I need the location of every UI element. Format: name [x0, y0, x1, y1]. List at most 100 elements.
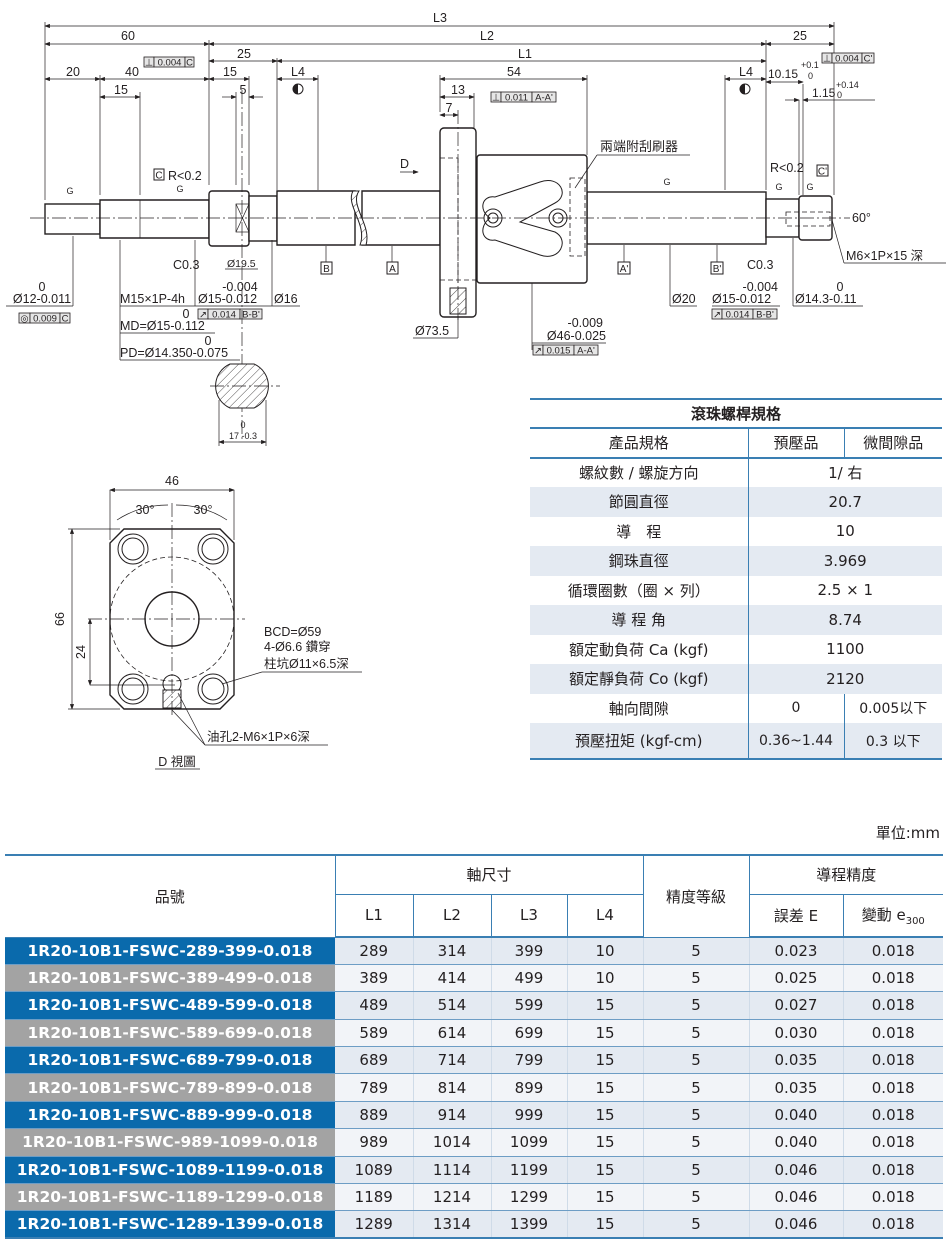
- feature-control-frames: ⊥ 0.004 C ⊥ 0.004 C' ⊥ 0.011 A-A' ◎ 0.00…: [18, 52, 875, 357]
- dim-l1: L1: [518, 47, 532, 61]
- svg-text:↗: ↗: [199, 310, 207, 321]
- cell-l1: 889: [335, 1101, 414, 1130]
- part-number: 1R20-10B1-FSWC-1189-1299-0.018: [5, 1183, 335, 1212]
- svg-text:Ø12-0.011: Ø12-0.011: [13, 292, 71, 306]
- svg-text:R<0.2: R<0.2: [770, 161, 804, 175]
- spec-header-label: 產品規格: [530, 428, 749, 459]
- cell-l4: 15: [567, 1073, 644, 1102]
- header-l1: L1: [334, 894, 414, 938]
- model-row: 1R20-10B1-FSWC-789-899-0.018 789 814 899…: [5, 1073, 943, 1102]
- cell-error: 0.035: [749, 1046, 844, 1075]
- spec-row: 導 程 10: [530, 516, 942, 546]
- svg-text:M6×1P×15 深: M6×1P×15 深: [846, 249, 923, 263]
- dim-5: 5: [240, 83, 247, 97]
- svg-text:MD=Ø15-0.112: MD=Ø15-0.112: [120, 319, 205, 333]
- cell-l4: 10: [567, 937, 644, 965]
- spec-label: 預壓扭矩 (kgf-cm): [530, 723, 749, 760]
- part-number: 1R20-10B1-FSWC-489-599-0.018: [5, 991, 335, 1020]
- cell-variation: 0.018: [843, 1019, 943, 1048]
- cell-l4: 10: [567, 964, 644, 993]
- d-view-flange: 46 30° 30° 66 24 BCD=Ø59 4-Ø6.6 鑽穿 柱坑Ø11…: [53, 474, 362, 770]
- svg-text:30°: 30°: [136, 503, 155, 517]
- dim-1-15-tol-up: +0.14: [836, 80, 859, 90]
- cell-l3: 399: [491, 937, 568, 965]
- header-error: 誤差 E: [748, 894, 844, 938]
- svg-text:C: C: [155, 171, 162, 182]
- header-grade: 精度等級: [642, 854, 750, 938]
- cell-l2: 1314: [413, 1210, 492, 1240]
- unit-label: 單位:mm: [875, 824, 940, 842]
- dim-60: 60: [121, 29, 135, 43]
- svg-text:G: G: [176, 184, 183, 194]
- cell-l2: 614: [413, 1019, 492, 1048]
- model-row: 1R20-10B1-FSWC-389-499-0.018 389 414 499…: [5, 964, 943, 993]
- cell-l2: 1114: [413, 1156, 492, 1185]
- svg-text:C': C': [864, 54, 873, 65]
- spec-label: 節圓直徑: [530, 487, 749, 517]
- svg-text:G: G: [806, 182, 813, 192]
- spec-value: 20.7: [748, 487, 942, 517]
- dim-l2: L2: [480, 29, 494, 43]
- svg-text:Ø73.5: Ø73.5: [415, 324, 449, 338]
- svg-text:A-A': A-A': [577, 346, 595, 357]
- cell-error: 0.025: [749, 964, 844, 993]
- part-number: 1R20-10B1-FSWC-989-1099-0.018: [5, 1128, 335, 1157]
- cell-l2: 1014: [413, 1128, 492, 1157]
- cell-error: 0.027: [749, 991, 844, 1020]
- spec-micro-value: 0.3 以下: [844, 723, 942, 760]
- svg-text:PD=Ø14.350-0.075: PD=Ø14.350-0.075: [120, 346, 228, 360]
- cell-error: 0.046: [749, 1210, 844, 1240]
- cell-error: 0.035: [749, 1073, 844, 1102]
- svg-text:-0.004: -0.004: [222, 280, 257, 294]
- spec-preload-value: 0: [748, 693, 845, 723]
- model-row: 1R20-10B1-FSWC-1289-1399-0.018 1289 1314…: [5, 1210, 943, 1240]
- cell-l3: 499: [491, 964, 568, 993]
- svg-text:G: G: [663, 177, 670, 187]
- spec-value: 8.74: [748, 605, 942, 635]
- model-row: 1R20-10B1-FSWC-289-399-0.018 289 314 399…: [5, 937, 943, 965]
- cell-l3: 1099: [491, 1128, 568, 1157]
- dim-10-15-tol-lo: 0: [808, 71, 813, 81]
- cell-grade: 5: [643, 1183, 750, 1212]
- cell-l1: 489: [335, 991, 414, 1020]
- part-number: 1R20-10B1-FSWC-1089-1199-0.018: [5, 1156, 335, 1185]
- cell-l2: 314: [413, 937, 492, 965]
- part-number: 1R20-10B1-FSWC-289-399-0.018: [5, 937, 335, 965]
- cell-l1: 789: [335, 1073, 414, 1102]
- spec-row: 額定動負荷 Ca (kgf) 1100: [530, 634, 942, 664]
- spec-row: 軸向間隙 0 0.005以下: [530, 693, 942, 723]
- cell-l1: 289: [335, 937, 414, 965]
- cell-l4: 15: [567, 1183, 644, 1212]
- svg-text:G: G: [66, 186, 73, 196]
- dim-40: 40: [125, 65, 139, 79]
- cell-variation: 0.018: [843, 1210, 943, 1240]
- cell-grade: 5: [643, 1101, 750, 1130]
- spec-header-preload: 預壓品: [748, 428, 845, 459]
- svg-text:0: 0: [205, 334, 212, 348]
- spec-preload-value: 0.36~1.44: [748, 723, 845, 760]
- screw-shaft: [30, 90, 850, 440]
- spec-row: 節圓直徑 20.7: [530, 487, 942, 517]
- cell-l2: 814: [413, 1073, 492, 1102]
- cell-l2: 414: [413, 964, 492, 993]
- cell-l4: 15: [567, 1156, 644, 1185]
- dim-25-left: 25: [237, 47, 251, 61]
- half-circle-icon: [292, 83, 751, 95]
- svg-text:24: 24: [74, 645, 88, 659]
- cell-l3: 799: [491, 1046, 568, 1075]
- part-number: 1R20-10B1-FSWC-389-499-0.018: [5, 964, 335, 993]
- svg-text:Ø19.5: Ø19.5: [227, 258, 256, 270]
- cell-grade: 5: [643, 1128, 750, 1157]
- cell-grade: 5: [643, 1019, 750, 1048]
- svg-text:D 視圖: D 視圖: [158, 754, 196, 769]
- cell-l2: 914: [413, 1101, 492, 1130]
- spec-value: 3.969: [748, 546, 942, 576]
- cell-l3: 899: [491, 1073, 568, 1102]
- svg-text:柱坑Ø11×6.5深: 柱坑Ø11×6.5深: [264, 656, 349, 671]
- dim-20: 20: [66, 65, 80, 79]
- cell-l4: 15: [567, 1046, 644, 1075]
- cell-variation: 0.018: [843, 964, 943, 993]
- svg-text:0.015: 0.015: [547, 346, 571, 357]
- cell-variation: 0.018: [843, 1128, 943, 1157]
- cell-l3: 599: [491, 991, 568, 1020]
